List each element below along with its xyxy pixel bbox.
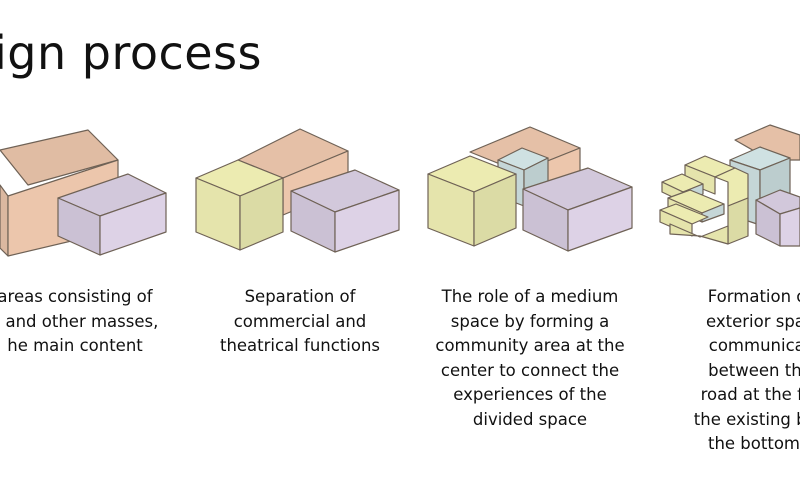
caption-line: exterior spac: [706, 311, 800, 331]
step-2-yellow-mass: [195, 159, 284, 251]
caption-line: areas consisting of: [0, 287, 153, 306]
caption-line: communicat: [708, 336, 800, 355]
caption-line: The role of a medium: [441, 287, 619, 306]
peach-mass-left-face: [0, 184, 9, 257]
step-1-caption: areas consisting of s and other masses, …: [0, 285, 185, 359]
caption-line: the existing buil: [693, 409, 800, 429]
step-4-massing: [659, 124, 800, 247]
yellow-mass-right-face: [239, 177, 284, 251]
step-1-massing: [0, 129, 167, 257]
caption-line: road at the fro: [700, 385, 800, 404]
step-4-caption: Formation of exterior spac communicat be…: [650, 285, 800, 457]
caption-line: community area at the: [435, 336, 625, 355]
step-3-massing: [427, 126, 633, 252]
step-1-small-mass: [57, 173, 167, 256]
caption-line: experiences of the: [453, 385, 607, 404]
page-title: ign process: [0, 26, 263, 80]
yellow-base-face: [669, 223, 729, 245]
step-3-caption: The role of a medium space by forming a …: [420, 285, 640, 432]
yellow-tower-face: [727, 197, 749, 245]
step-3-lavender-mass: [522, 167, 633, 252]
yellow-mass-right-face: [473, 173, 517, 247]
caption-line: divided space: [472, 409, 588, 429]
caption-line: theatrical functions: [219, 336, 381, 355]
step-4-lavender-mass: [755, 189, 800, 247]
caption-line: Separation of: [244, 287, 356, 306]
caption-line: he main content: [7, 336, 143, 355]
caption-line: center to connect the: [440, 360, 620, 380]
caption-line: between the: [708, 360, 800, 380]
lavender-mass-right-face: [567, 186, 633, 252]
step-3-yellow-mass: [427, 155, 517, 247]
step-2-caption: Separation of commercial and theatrical …: [200, 285, 400, 359]
step-2-massing: [195, 128, 400, 253]
caption-line: commercial and: [233, 311, 367, 331]
caption-line: Formation of: [707, 287, 800, 306]
lavender-mass-right-face: [334, 189, 400, 253]
step-2-lavender-mass: [290, 169, 400, 253]
lavender-mass-right-face: [99, 192, 167, 256]
step-4-yellow-stacked-mass: [659, 155, 749, 245]
caption-line: space by forming a: [450, 311, 610, 331]
lavender-mass-right-face: [779, 207, 800, 247]
caption-line: the bottom r: [707, 434, 800, 453]
caption-line: s and other masses,: [0, 311, 159, 331]
